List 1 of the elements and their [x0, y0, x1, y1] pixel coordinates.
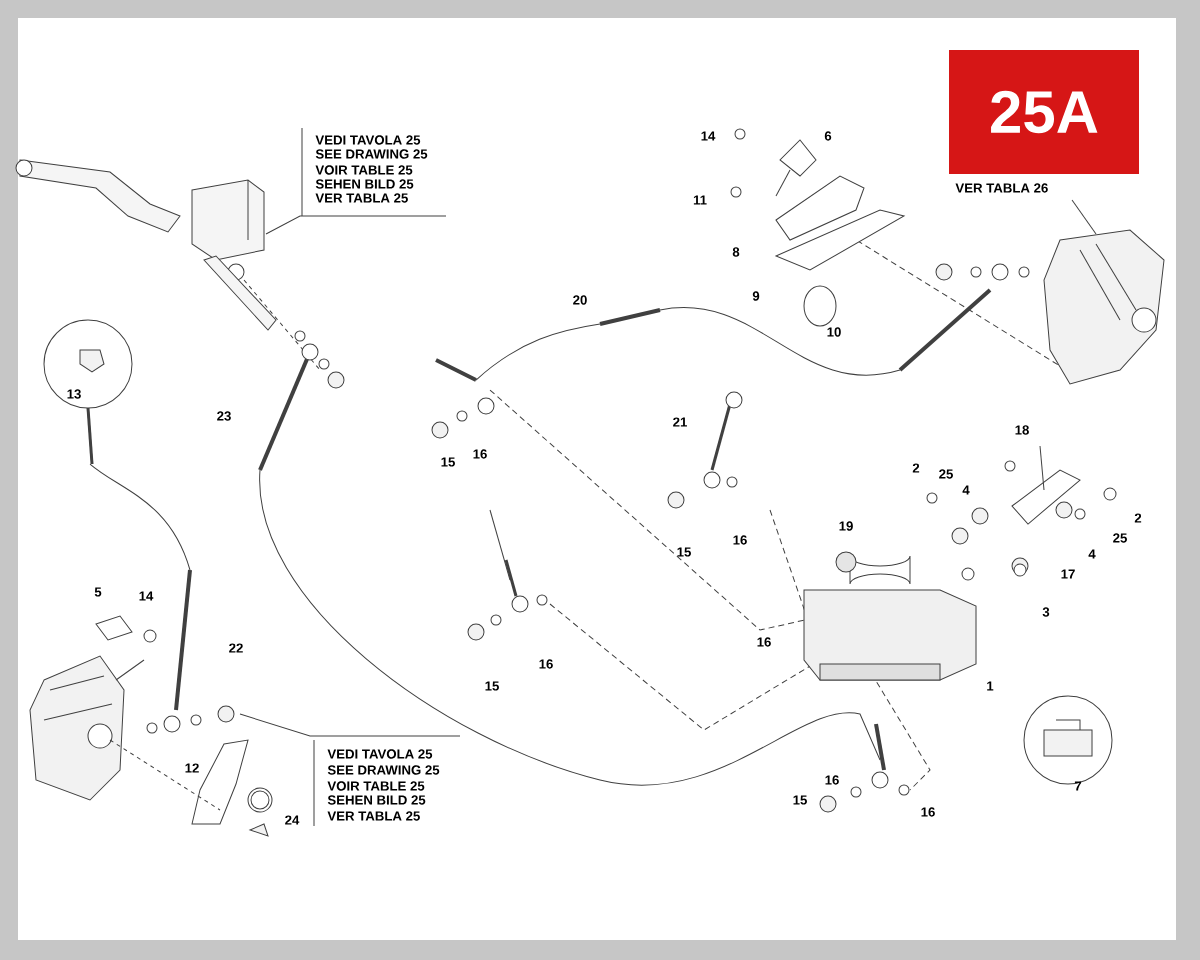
- page-badge: 25A: [949, 50, 1139, 174]
